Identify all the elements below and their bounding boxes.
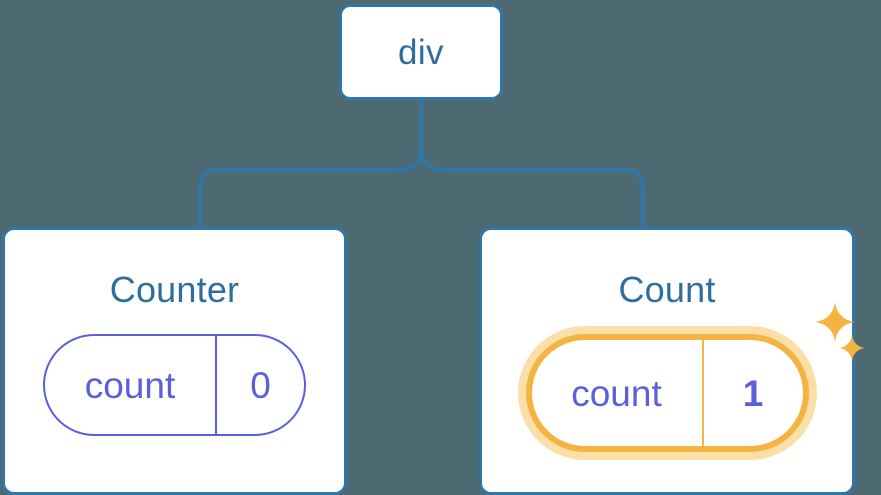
card-title: Counter [109, 269, 240, 310]
signal-pill-wrapper: count 0 [43, 334, 306, 436]
root-node-label: div [398, 32, 444, 72]
component-card-counter[interactable]: Counter count 0 [2, 227, 347, 495]
signal-value: 0 [250, 364, 271, 406]
card-title: Count [618, 269, 716, 310]
signal-key: count [532, 340, 704, 446]
sparkle-icon [814, 302, 855, 342]
update-sparkles [809, 302, 871, 382]
connector-branch-left [198, 147, 423, 227]
signal-pill-wrapper: count 1 [525, 302, 865, 452]
signal-pill-highlighted[interactable]: count 1 [525, 334, 809, 452]
tree-node-root[interactable]: div [339, 4, 503, 100]
sparkle-icon [838, 335, 865, 361]
signal-key: count [45, 336, 217, 434]
signal-pill[interactable]: count 0 [43, 334, 306, 436]
connector-branch-right [419, 147, 645, 227]
component-card-count[interactable]: Count count 1 [479, 227, 865, 495]
signal-value: 1 [742, 372, 764, 414]
